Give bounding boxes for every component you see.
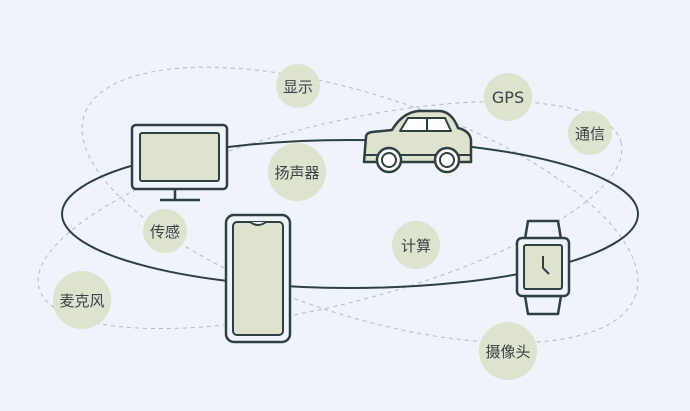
label-speaker: 扬声器: [268, 143, 326, 201]
monitor-icon: [130, 123, 229, 202]
orbit-dashed: [37, 66, 639, 344]
car-icon: [362, 109, 473, 174]
label-gps: GPS: [484, 73, 532, 121]
label-communication: 通信: [568, 111, 612, 155]
label-microphone: 麦克风: [53, 271, 111, 329]
orbit-main: [61, 139, 639, 289]
watch-icon: [515, 219, 571, 316]
label-display: 显示: [276, 64, 320, 108]
phone-icon: [224, 213, 292, 344]
label-sensor: 传感: [143, 209, 187, 253]
label-compute: 计算: [392, 221, 440, 269]
label-camera: 摄像头: [479, 322, 537, 380]
